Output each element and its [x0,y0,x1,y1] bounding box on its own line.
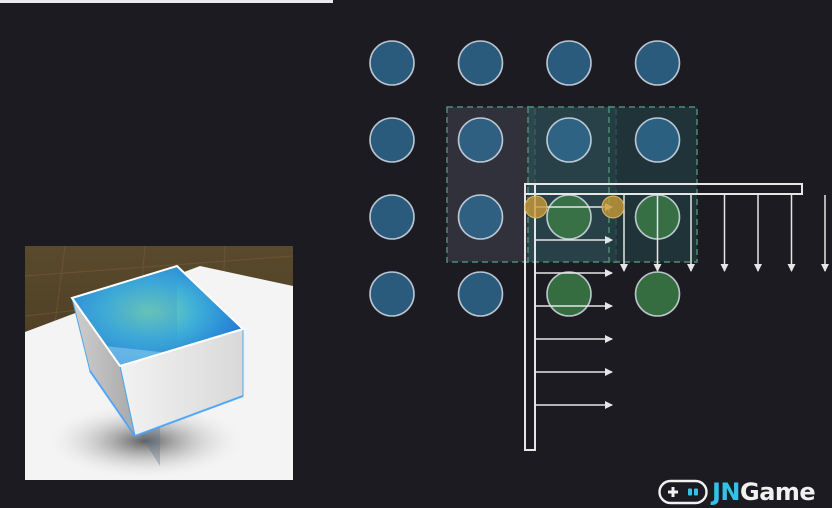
particle-blue [634,117,681,163]
particle-blue [634,40,681,86]
particle-blue [457,271,504,317]
particle-green [634,271,681,317]
particle-blue [369,271,415,317]
gamepad-icon [658,479,708,505]
particle-green [546,194,592,240]
top-edge-strip [0,0,333,3]
particle-blue [457,194,504,240]
particle-blue [457,117,504,163]
sample-point [524,195,548,219]
particle-blue [369,40,415,86]
particle-blue [546,40,592,86]
sample-point [601,195,625,219]
logo-text-jn: JN [712,478,741,506]
particle-blue [457,40,504,86]
logo-text-game: Game [740,478,816,506]
jngame-logo: JNGame [658,478,816,506]
fluid-cube-render [25,246,293,480]
particle-blue [369,117,415,163]
left-boundary-bar [524,183,536,451]
particle-green [546,271,592,317]
particle-blue [369,194,415,240]
particle-blue [546,117,592,163]
